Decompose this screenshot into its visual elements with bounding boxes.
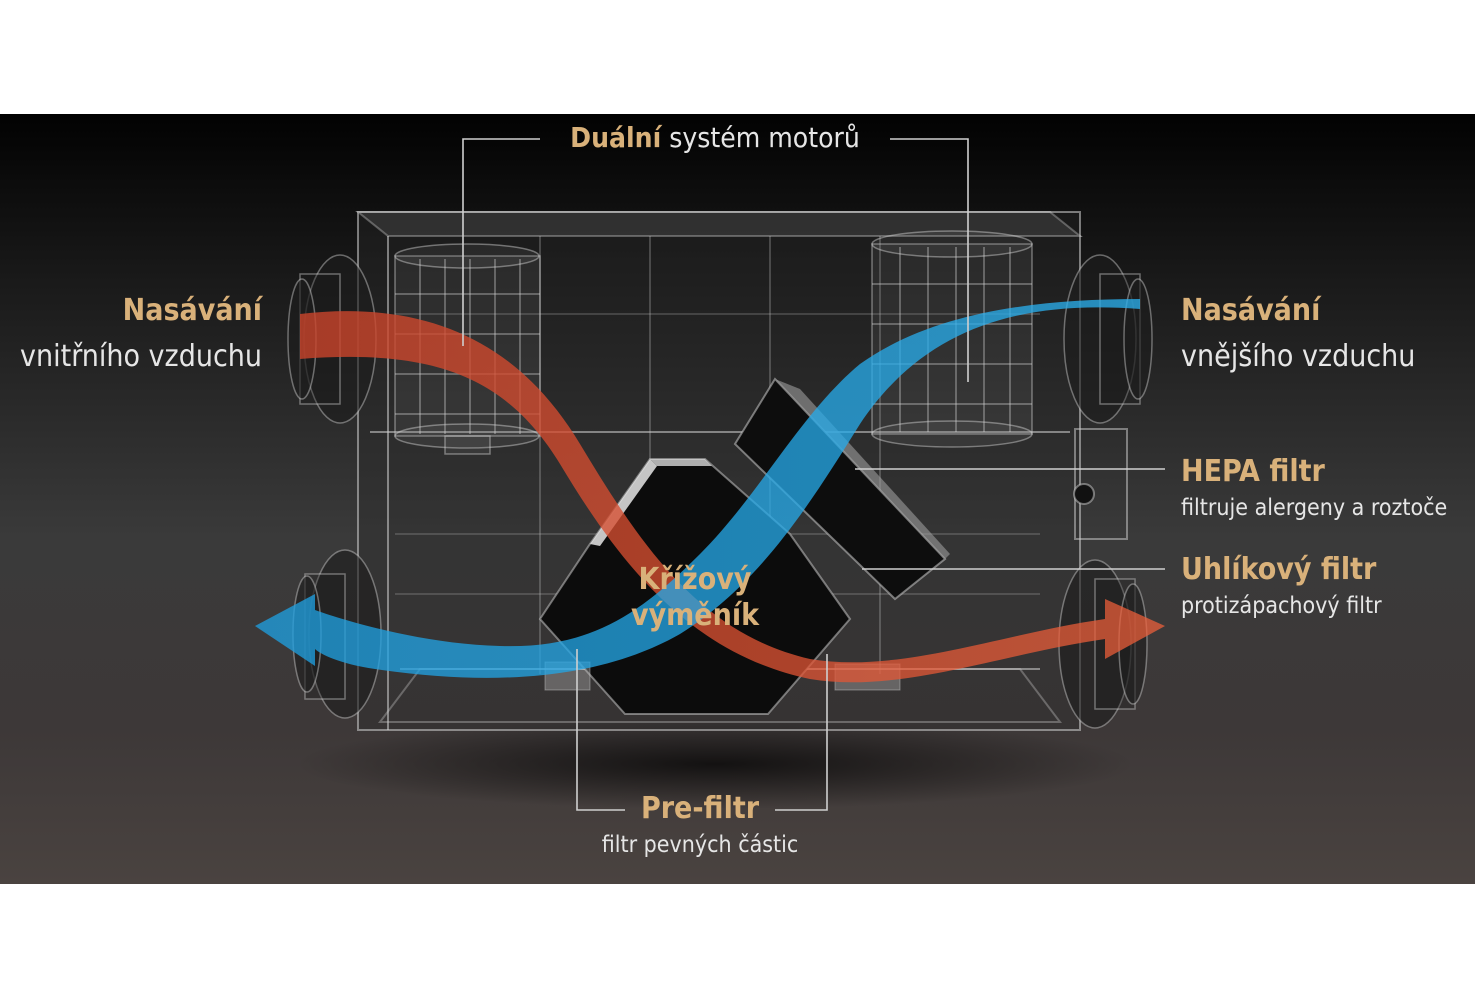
ventilation-unit-illustration bbox=[255, 138, 1165, 811]
inner-air-subtitle: vnitřního vzduchu bbox=[20, 339, 262, 374]
callout-hepa: HEPA filtr filtruje alergeny a roztoče bbox=[1181, 457, 1447, 520]
warm-air-flow bbox=[300, 311, 1165, 683]
callout-outer-air: Nasávání vnějšího vzduchu bbox=[1181, 296, 1415, 372]
cold-air-flow bbox=[255, 299, 1140, 678]
hepa-title: HEPA filtr bbox=[1181, 454, 1325, 489]
exchanger-line1: Křížový bbox=[638, 562, 752, 597]
title-rest: systém motorů bbox=[669, 121, 860, 154]
exchanger-label: Křížový výměník bbox=[600, 562, 790, 634]
hepa-subtitle: filtruje alergeny a roztoče bbox=[1181, 495, 1448, 521]
inner-air-title: Nasávání bbox=[122, 293, 262, 328]
floor-shadow bbox=[295, 719, 1135, 809]
outer-air-subtitle: vnějšího vzduchu bbox=[1181, 339, 1416, 374]
callout-prefilter: Pre-filtr filtr pevných částic bbox=[570, 794, 830, 857]
carbon-subtitle: protizápachový filtr bbox=[1181, 593, 1382, 619]
diagram-stage: Duální systém motorů Nasávání vnitřního … bbox=[0, 114, 1475, 884]
callout-inner-air: Nasávání vnitřního vzduchu bbox=[0, 296, 262, 372]
callout-carbon: Uhlíkový filtr protizápachový filtr bbox=[1181, 555, 1382, 618]
title-highlight: Duální bbox=[570, 121, 662, 154]
exchanger-line2: výměník bbox=[630, 598, 760, 633]
callout-lines bbox=[462, 138, 1165, 811]
prefilter-subtitle: filtr pevných částic bbox=[601, 832, 799, 858]
prefilter-title: Pre-filtr bbox=[640, 791, 760, 826]
diagram-title: Duální systém motorů bbox=[540, 124, 890, 152]
outer-air-title: Nasávání bbox=[1181, 293, 1321, 328]
carbon-title: Uhlíkový filtr bbox=[1181, 552, 1377, 587]
